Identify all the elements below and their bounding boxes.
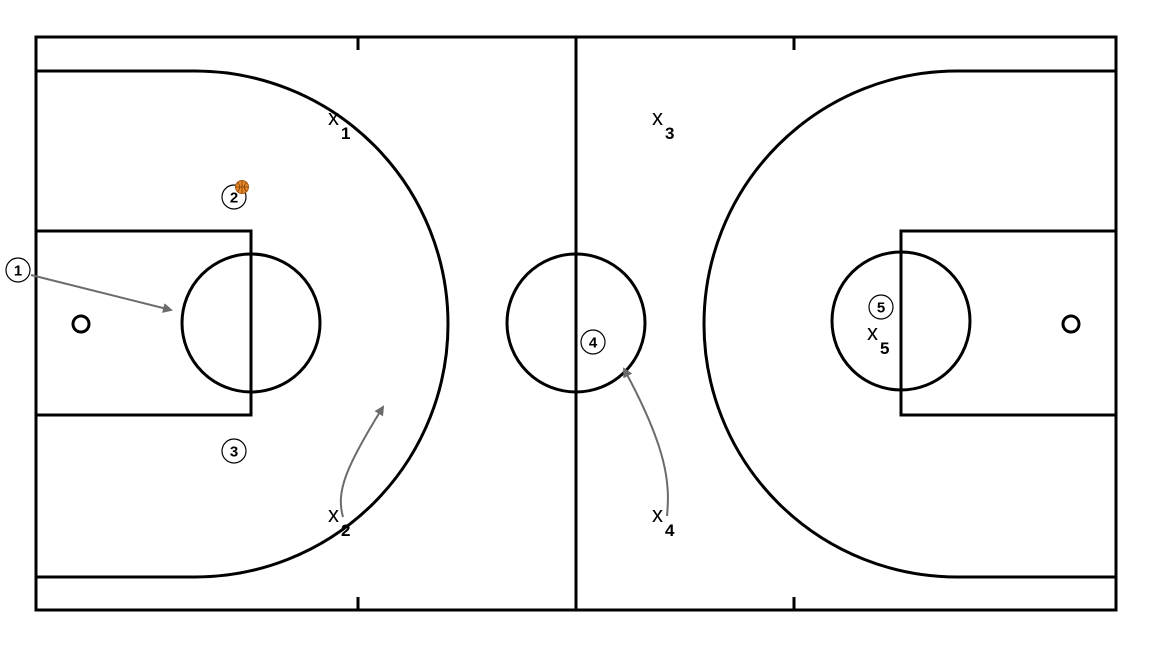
svg-text:5: 5: [880, 339, 889, 358]
svg-text:x: x: [328, 502, 339, 527]
svg-text:4: 4: [665, 521, 675, 540]
svg-text:x: x: [652, 502, 663, 527]
paint-left: [34, 229, 253, 417]
cut-arrow-defender-2: [339, 405, 385, 518]
basket-left: [71, 314, 91, 334]
three-point-line-left: [36, 69, 450, 579]
offense-player-1[interactable]: 1: [5, 257, 31, 283]
basketball-icon: [235, 180, 249, 194]
defense-player-5[interactable]: x 5: [867, 320, 889, 358]
three-point-line-right: [702, 69, 1116, 579]
basket-right: [1061, 314, 1081, 334]
defense-player-4[interactable]: x 4: [652, 502, 675, 540]
svg-text:x: x: [867, 320, 878, 345]
svg-text:1: 1: [14, 263, 22, 280]
offense-player-5[interactable]: 5: [868, 294, 894, 320]
defense-player-2[interactable]: x 2: [328, 502, 350, 540]
paint-right: [899, 229, 1118, 417]
svg-text:3: 3: [230, 444, 238, 461]
svg-text:5: 5: [877, 300, 885, 317]
cut-arrow-player-1: [30, 274, 173, 313]
defense-player-1[interactable]: x 1: [328, 105, 350, 143]
free-throw-circle-left: [180, 252, 322, 394]
offense-player-3[interactable]: 3: [221, 438, 247, 464]
svg-text:2: 2: [341, 521, 350, 540]
center-circle: [505, 252, 647, 394]
free-throw-circle-right: [830, 250, 972, 392]
svg-text:4: 4: [589, 335, 598, 352]
defense-player-3[interactable]: x 3: [652, 105, 674, 143]
cut-arrow-defender-4: [623, 367, 669, 517]
svg-text:1: 1: [341, 124, 350, 143]
svg-text:2: 2: [230, 190, 238, 207]
svg-text:3: 3: [665, 124, 674, 143]
offense-player-4[interactable]: 4: [580, 329, 606, 355]
svg-text:x: x: [652, 105, 663, 130]
svg-text:x: x: [328, 105, 339, 130]
